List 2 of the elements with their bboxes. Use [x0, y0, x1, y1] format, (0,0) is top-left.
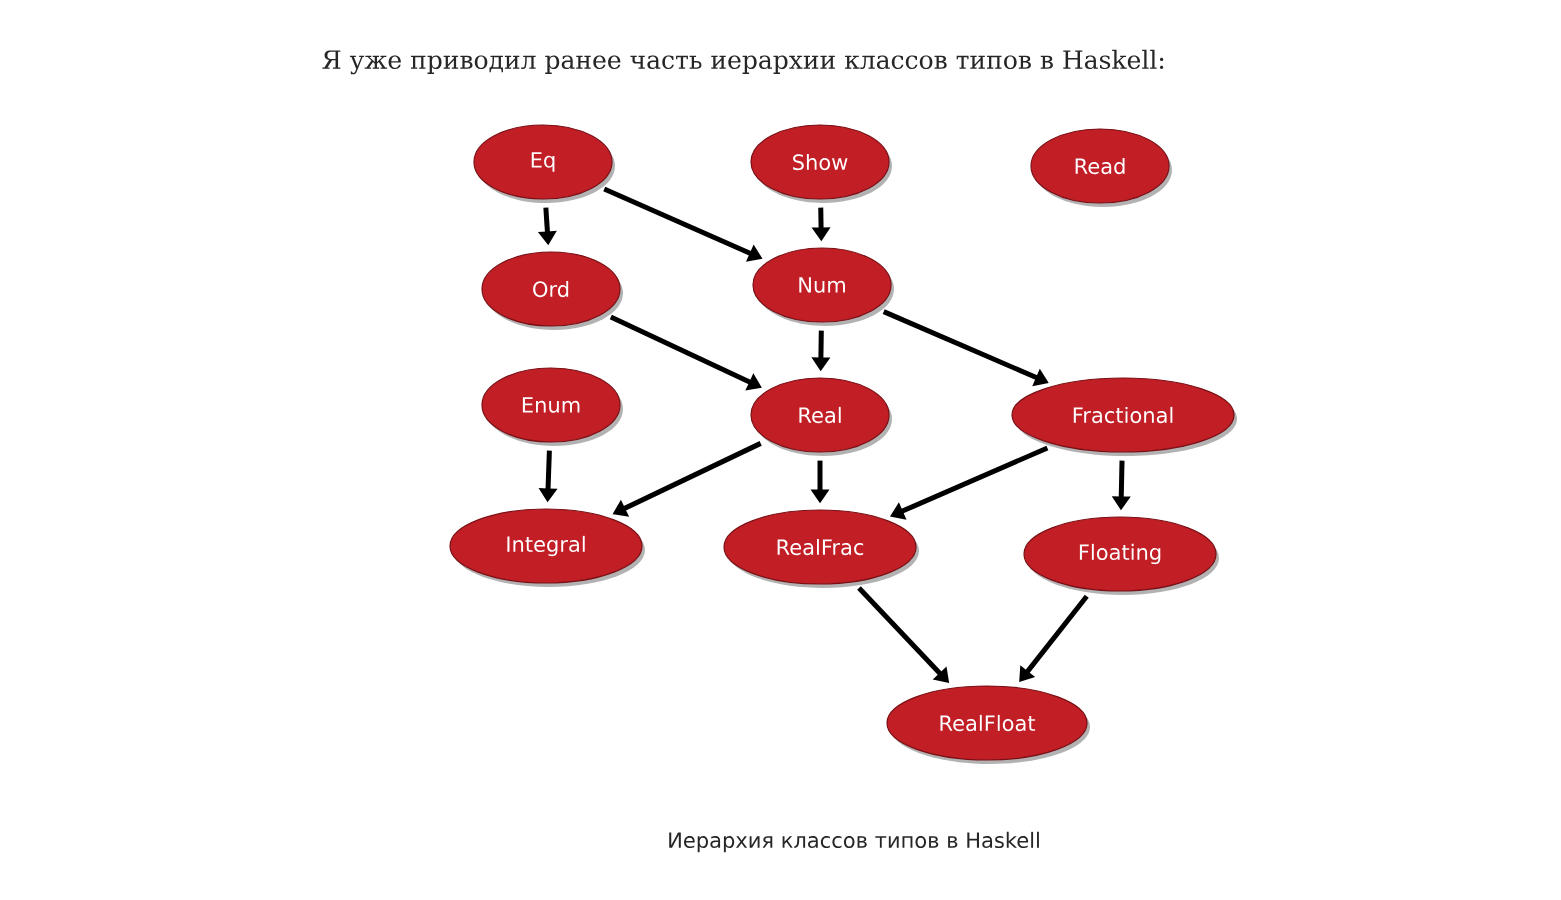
heading: Я уже приводил ранее часть иерархии классов типов в Haskell:: [322, 49, 1164, 75]
caption: Иерархия классов типов в Haskell: [669, 831, 1039, 853]
